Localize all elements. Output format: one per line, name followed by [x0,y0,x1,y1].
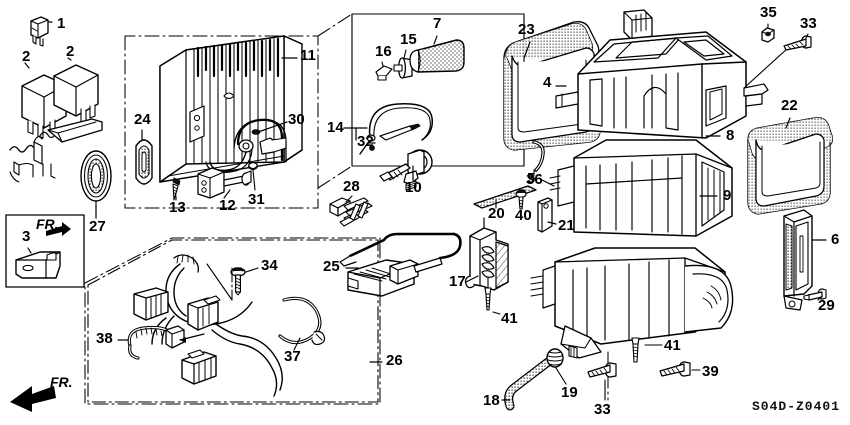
callout-9[interactable]: 9 [723,187,732,204]
callout-26[interactable]: 26 [386,352,403,369]
callout-31[interactable]: 31 [248,191,265,208]
callout-15[interactable]: 15 [400,31,417,48]
callout-41[interactable]: 41 [501,310,518,327]
callout-33b[interactable]: 33 [594,401,611,418]
callout-36[interactable]: 36 [526,171,543,188]
callout-19[interactable]: 19 [561,384,578,401]
diagram-part-number: S04D-Z0401 [752,399,841,414]
callout-38[interactable]: 38 [96,330,113,347]
callout-33[interactable]: 33 [800,15,817,32]
callout-20[interactable]: 20 [488,205,505,222]
callout-2b[interactable]: 2 [66,43,75,60]
callout-13[interactable]: 13 [169,199,186,216]
callout-2[interactable]: 2 [22,48,31,65]
callout-41b[interactable]: 41 [664,337,681,354]
callout-8[interactable]: 8 [726,127,735,144]
fr-arrow-bottom-icon [10,386,56,412]
fr-marker-bottom-label: FR. [50,374,73,390]
callout-39[interactable]: 39 [702,363,719,380]
callout-18[interactable]: 18 [483,392,500,409]
callout-21[interactable]: 21 [558,217,575,234]
callout-35[interactable]: 35 [760,4,777,21]
callout-34[interactable]: 34 [261,257,278,274]
callout-10[interactable]: 10 [405,179,422,196]
callout-5[interactable]: 5 [527,170,536,187]
callout-30[interactable]: 30 [288,111,305,128]
callout-23[interactable]: 23 [518,21,535,38]
callout-27[interactable]: 27 [89,218,106,235]
callout-28[interactable]: 28 [343,178,360,195]
callout-17[interactable]: 17 [449,273,466,290]
callout-14[interactable]: 14 [327,119,344,136]
callout-7[interactable]: 7 [433,15,442,32]
callout-1[interactable]: 1 [57,15,66,32]
callout-22[interactable]: 22 [781,97,798,114]
callout-4[interactable]: 4 [543,74,552,91]
callout-40[interactable]: 40 [515,207,532,224]
callout-6[interactable]: 6 [831,231,840,248]
callout-16[interactable]: 16 [375,43,392,60]
callout-3[interactable]: 3 [22,228,31,245]
callout-25[interactable]: 25 [323,258,340,275]
callout-29[interactable]: 29 [818,297,835,314]
fr-marker-top-label: FR. [36,216,59,232]
callout-32[interactable]: 32 [357,133,374,150]
callout-12[interactable]: 12 [219,197,236,214]
callout-11[interactable]: 11 [300,47,316,64]
callout-24[interactable]: 24 [134,111,151,128]
callout-37[interactable]: 37 [284,348,301,365]
